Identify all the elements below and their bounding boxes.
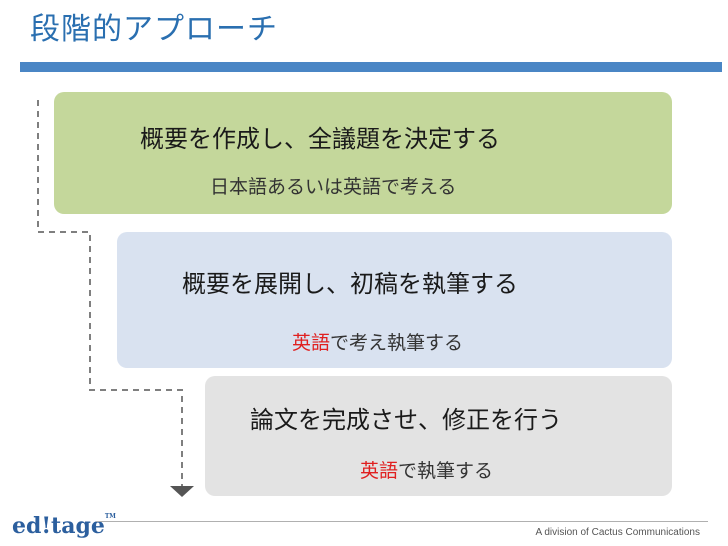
editage-logo: ed!tageTM: [12, 513, 116, 539]
down-arrow-icon: [170, 486, 194, 497]
connector-step1-step2: [37, 100, 183, 486]
step-3-highlight-word: 英語: [360, 460, 399, 482]
step-3-sub-text: 英語で執筆する: [360, 456, 493, 483]
step-1-sub-text: 日本語あるいは英語で考える: [210, 176, 457, 198]
footer-divider: [96, 521, 708, 522]
title-underline-bar: [20, 62, 722, 72]
slide-title: 段階的アプローチ: [30, 12, 278, 47]
step-2-highlight-word: 英語: [292, 332, 331, 354]
footer-tagline: A division of Cactus Communications: [535, 527, 700, 538]
step-3-sub-rest: で執筆する: [398, 460, 494, 482]
step-3-box: [205, 376, 672, 496]
step-1-main-text: 概要を作成し、全議題を決定する: [140, 125, 500, 153]
step-2-sub-text: 英語で考え執筆する: [292, 328, 463, 355]
step-2-sub-rest: で考え執筆する: [330, 332, 464, 354]
logo-text: ed!tage: [12, 513, 105, 539]
step-2-main-text: 概要を展開し、初稿を執筆する: [182, 270, 518, 298]
logo-trademark: TM: [104, 513, 116, 520]
step-1-box: [54, 92, 672, 214]
step-3-main-text: 論文を完成させ、修正を行う: [250, 406, 562, 434]
step-2-box: [117, 232, 672, 368]
